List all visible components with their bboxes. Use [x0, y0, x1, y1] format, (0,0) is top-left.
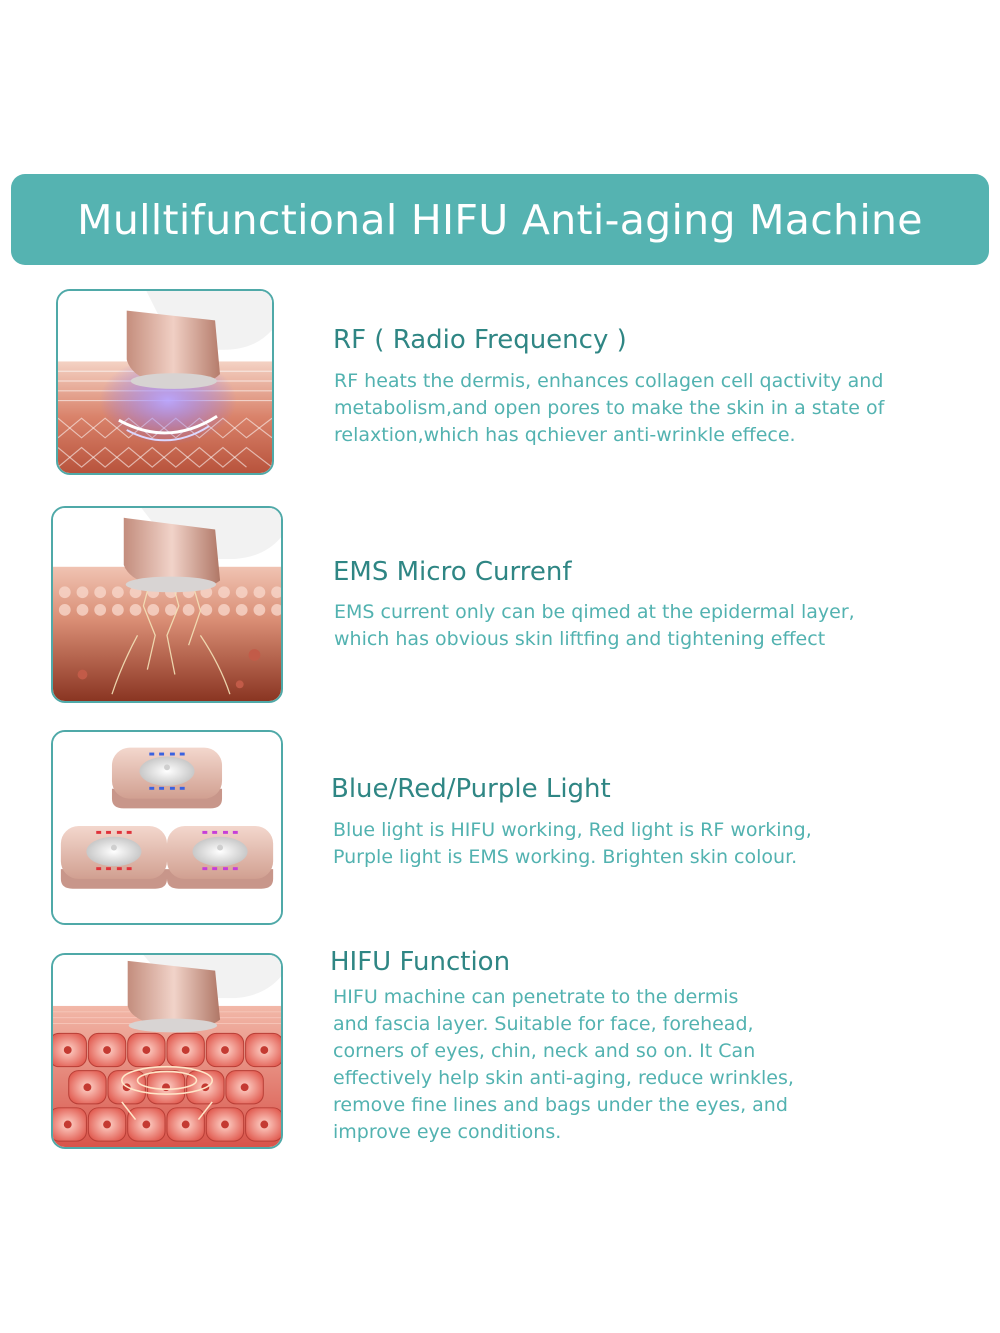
page-title: Mulltifunctional HIFU Anti-aging Machine	[77, 195, 923, 244]
desc-line: Blue light is HIFU working, Red light is…	[333, 819, 812, 841]
ems-image	[51, 506, 283, 703]
hifu-cells-illustration-icon	[53, 955, 281, 1147]
desc-line: relaxtion,which has qchiever anti-wrinkl…	[334, 424, 796, 446]
rf-image	[56, 289, 274, 475]
desc-line: metabolism,and open pores to make the sk…	[334, 397, 885, 419]
desc-line: remove fine lines and bags under the eye…	[333, 1094, 788, 1116]
rf-skin-illustration-icon	[58, 291, 272, 473]
feature-desc-rf: RF heats the dermis, enhances collagen c…	[334, 368, 884, 449]
desc-line: which has obvious skin liftfing and tigh…	[334, 628, 826, 650]
feature-title-rf: RF ( Radio Frequency )	[333, 325, 627, 355]
title-banner: Mulltifunctional HIFU Anti-aging Machine	[11, 174, 989, 265]
device-heads-lights-icon	[53, 732, 281, 923]
desc-line: corners of eyes, chin, neck and so on. I…	[333, 1040, 756, 1062]
feature-desc-lights: Blue light is HIFU working, Red light is…	[333, 817, 812, 871]
desc-line: HIFU machine can penetrate to the dermis	[333, 986, 739, 1008]
desc-line: improve eye conditions.	[333, 1121, 562, 1143]
feature-desc-hifu: HIFU machine can penetrate to the dermis…	[333, 984, 794, 1146]
desc-line: EMS current only can be qimed at the epi…	[334, 601, 855, 623]
feature-desc-ems: EMS current only can be qimed at the epi…	[334, 599, 855, 653]
feature-title-lights: Blue/Red/Purple Light	[331, 774, 611, 804]
feature-title-ems: EMS Micro Currenf	[333, 557, 572, 587]
ems-skin-illustration-icon	[53, 508, 281, 701]
desc-line: RF heats the dermis, enhances collagen c…	[334, 370, 884, 392]
desc-line: effectively help skin anti-aging, reduce…	[333, 1067, 794, 1089]
desc-line: and fascia layer. Suitable for face, for…	[333, 1013, 754, 1035]
feature-title-hifu: HIFU Function	[330, 947, 511, 977]
hifu-image	[51, 953, 283, 1149]
desc-line: Purple light is EMS working. Brighten sk…	[333, 846, 798, 868]
lights-image	[51, 730, 283, 925]
